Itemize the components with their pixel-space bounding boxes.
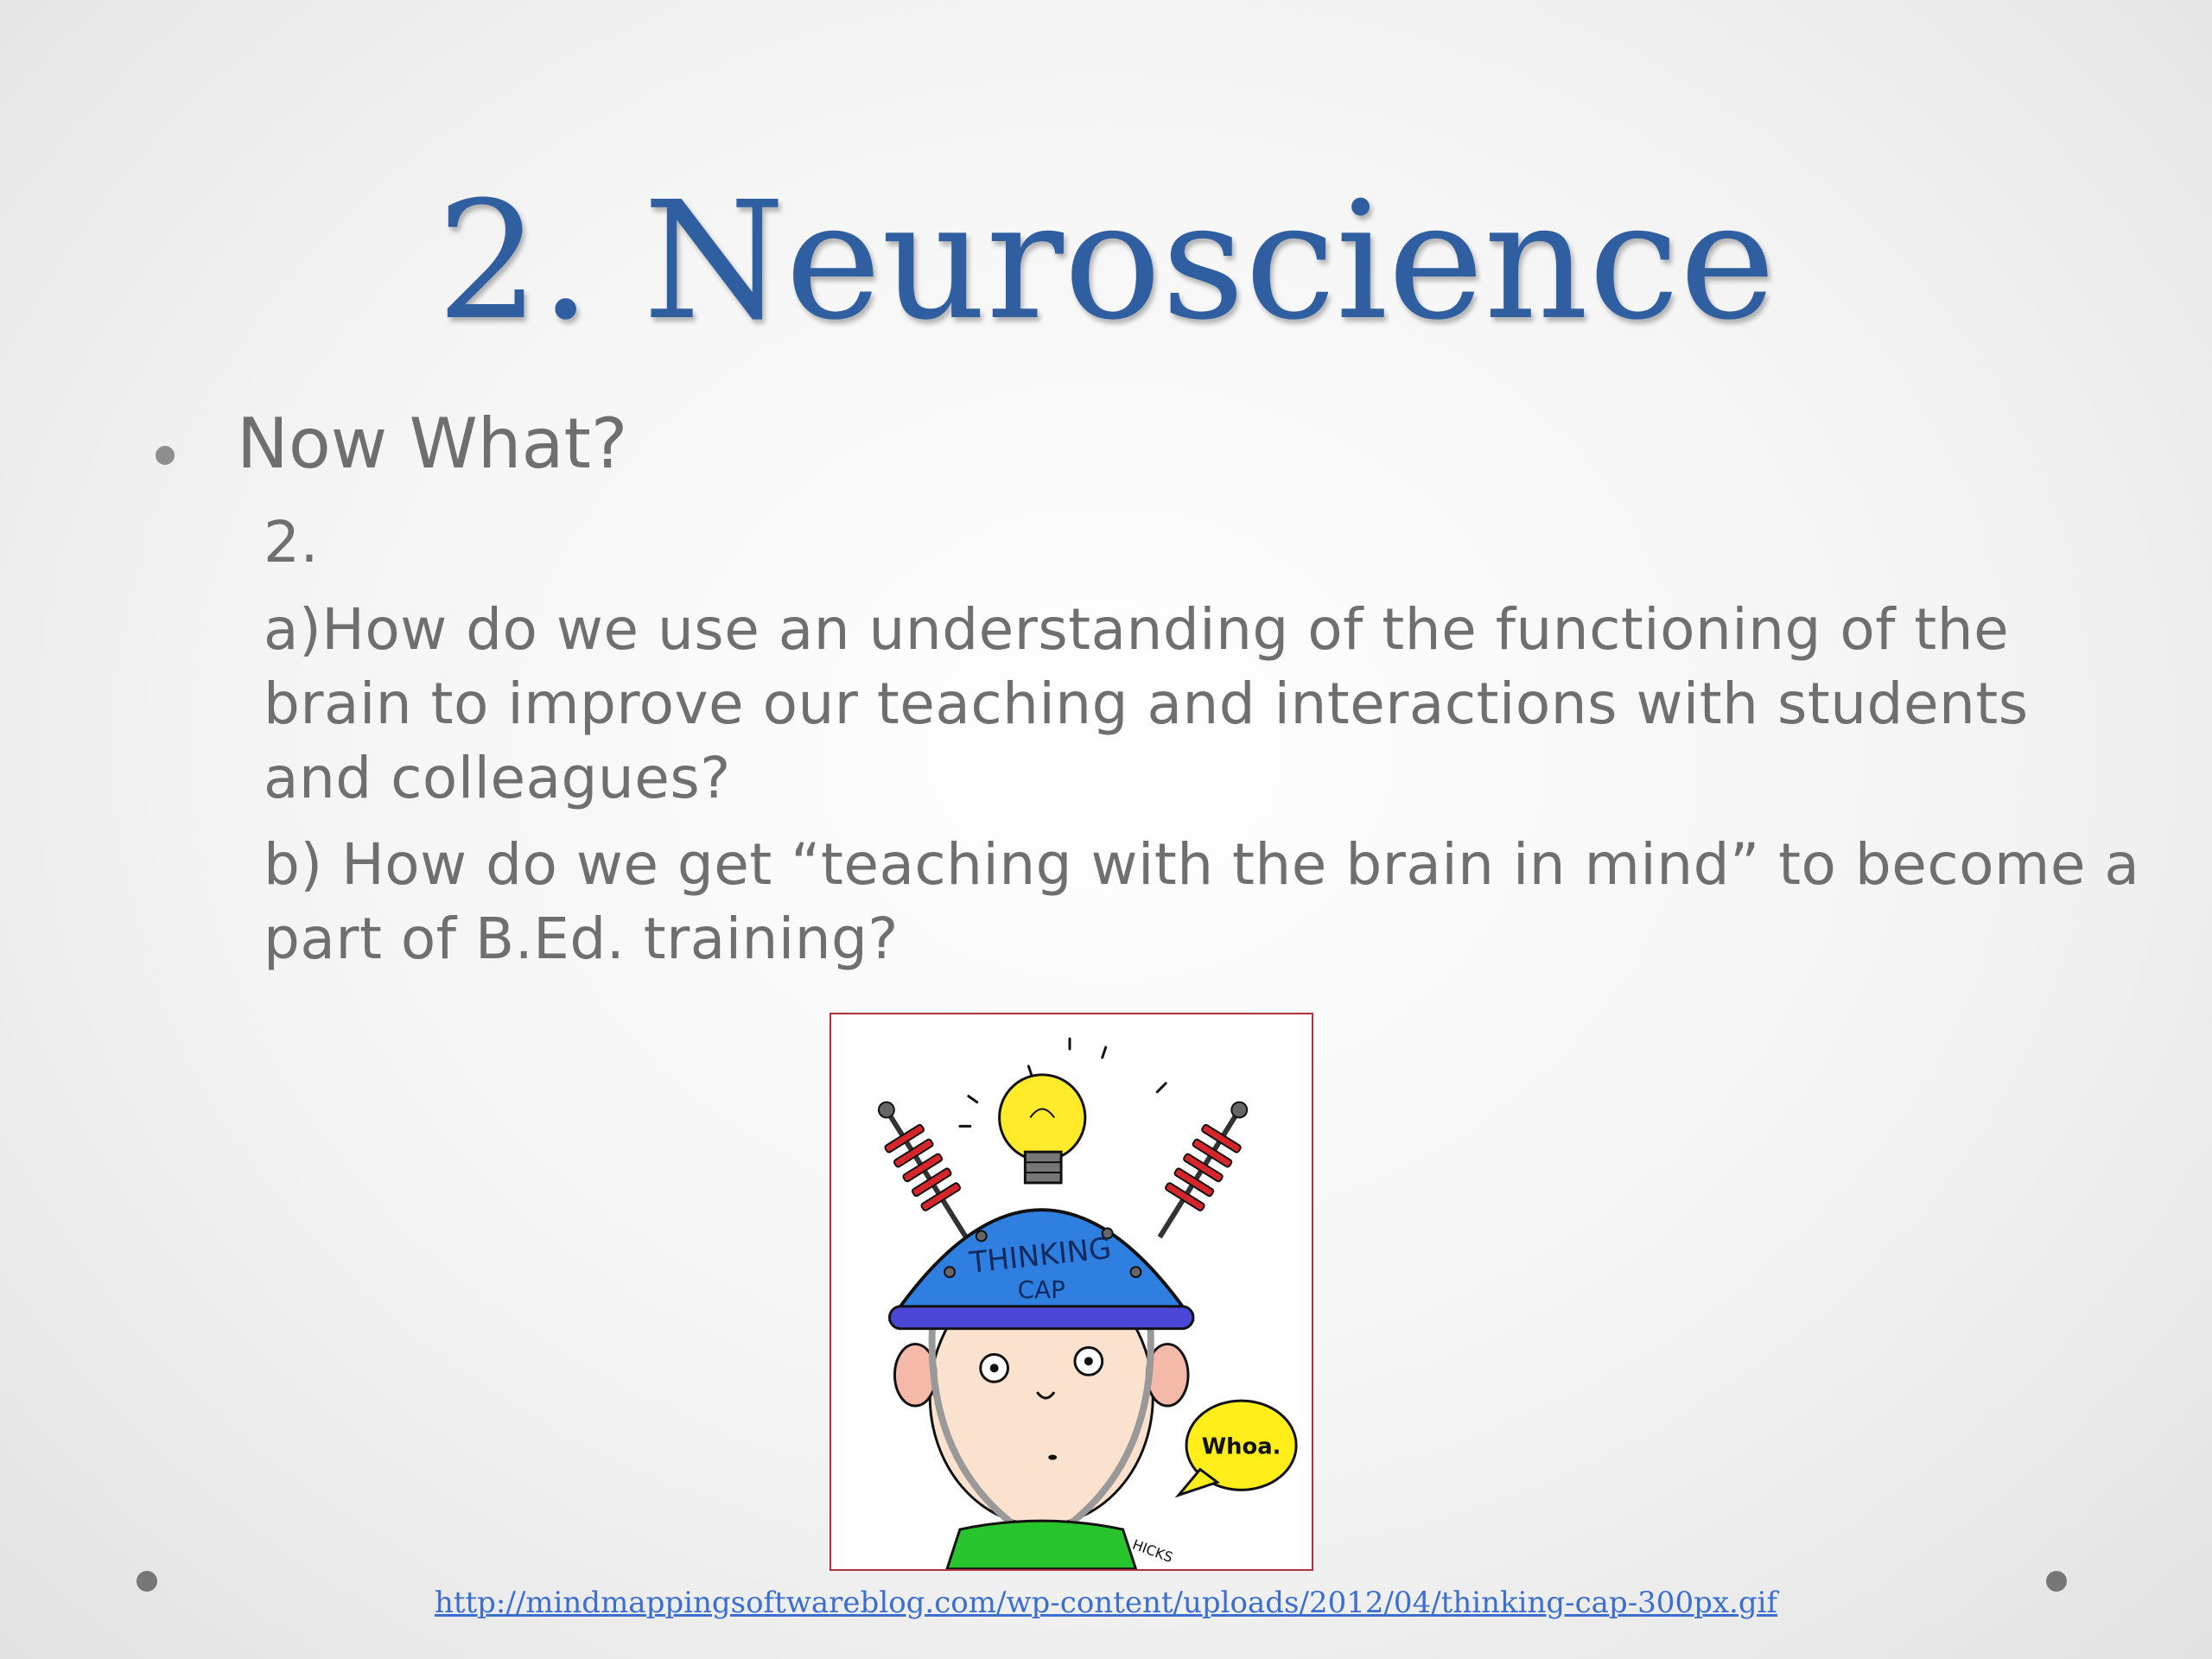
slide-corner-dot-left — [137, 1571, 157, 1592]
artist-signature: HICKS — [1130, 1536, 1175, 1566]
bullet-dot-icon — [156, 446, 175, 465]
image-source-link[interactable]: http://mindmappingsoftwareblog.com/wp-co… — [434, 1586, 1778, 1620]
slide-corner-dot-right — [2046, 1571, 2067, 1592]
slide-title: 2. Neuroscience — [436, 167, 1776, 356]
cap-text-line2: CAP — [1018, 1275, 1065, 1304]
thinking-cap-image: THINKING CAP Whoa. HICKS — [830, 1013, 1313, 1571]
question-b: b) How do we get “teaching with the brai… — [264, 831, 2140, 972]
sub-item-number: 2. — [264, 509, 319, 575]
speech-bubble-text: Whoa. — [1202, 1434, 1281, 1460]
question-a: a)How do we use an understanding of the … — [264, 596, 2029, 811]
thinking-cap-illustration: THINKING CAP Whoa. HICKS — [877, 1037, 1298, 1569]
bullet-text: Now What? — [237, 404, 628, 484]
